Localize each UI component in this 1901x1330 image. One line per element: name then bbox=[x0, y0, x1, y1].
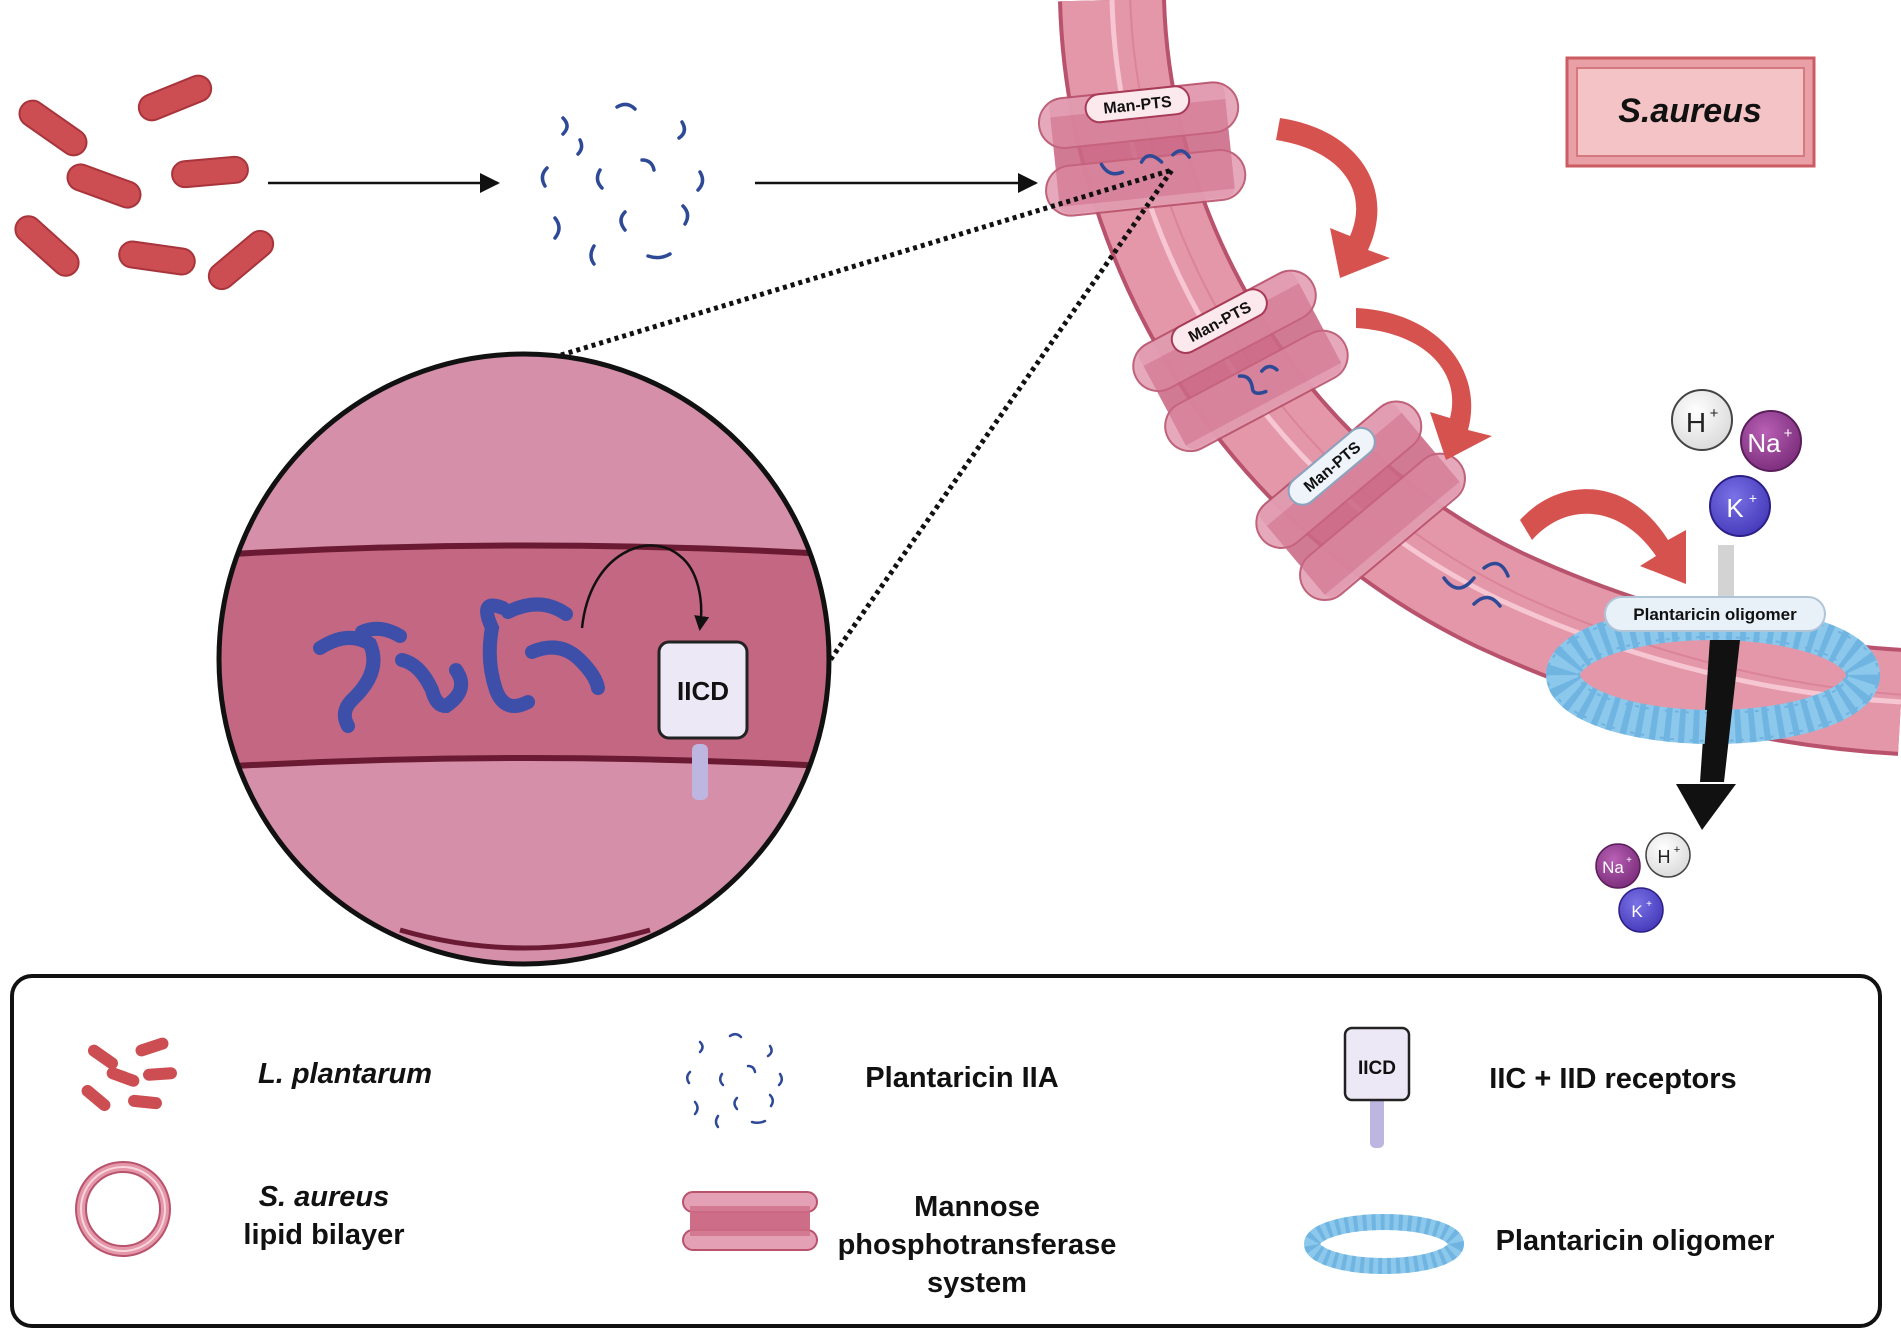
s-aureus-box: S.aureus bbox=[1565, 56, 1816, 168]
red-curved-arrows bbox=[1276, 118, 1686, 584]
legend-l-plantarum-icon bbox=[81, 1037, 177, 1112]
s-aureus-title: S.aureus bbox=[1618, 92, 1762, 130]
svg-text:+: + bbox=[1749, 490, 1757, 506]
man-pts-channel-1: Man-PTS bbox=[1037, 81, 1247, 217]
ion-k-out: K bbox=[1631, 902, 1643, 921]
zoom-lines bbox=[537, 167, 1175, 668]
legend-man-pts-icon bbox=[682, 1191, 818, 1251]
plantaricin-peptides bbox=[540, 102, 705, 266]
legend-mannose-line1: Mannose bbox=[914, 1191, 1040, 1223]
svg-text:+: + bbox=[1784, 425, 1793, 442]
ions-outside: H + Na + K + bbox=[1595, 832, 1691, 933]
legend-plantaricin-text: Plantaricin IIA bbox=[865, 1062, 1058, 1094]
ions-inside: H + Na + K + bbox=[1671, 389, 1802, 537]
svg-text:+: + bbox=[1646, 899, 1652, 910]
zoom-peptides bbox=[313, 597, 605, 733]
iicd-label: IICD bbox=[677, 676, 729, 706]
legend-receptors-text: IIC + IID receptors bbox=[1489, 1063, 1736, 1095]
man-pts-channel-2: Man-PTS bbox=[1132, 269, 1349, 453]
legend-lipid-bilayer-icon bbox=[75, 1161, 171, 1257]
legend: L. plantarum Plantaricin IIA IICD IIC + … bbox=[10, 974, 1882, 1328]
legend-plantaricin-icon bbox=[686, 1033, 783, 1129]
legend-s-aureus-line2: lipid bilayer bbox=[243, 1219, 404, 1251]
ion-na-in: Na bbox=[1747, 428, 1781, 458]
legend-oligomer-text: Plantaricin oligomer bbox=[1496, 1225, 1775, 1257]
legend-mannose-line2: phosphotransferase bbox=[838, 1229, 1117, 1261]
oligomer-label: Plantaricin oligomer bbox=[1633, 605, 1797, 624]
legend-mannose-line3: system bbox=[927, 1267, 1027, 1299]
efflux-arrow-shaft bbox=[1702, 640, 1740, 782]
svg-text:+: + bbox=[1626, 855, 1632, 866]
zoom-binding-arrow bbox=[580, 544, 710, 631]
legend-l-plantarum-text: L. plantarum bbox=[258, 1058, 432, 1090]
man-pts-channel-3: Man-PTS bbox=[1255, 400, 1466, 602]
legend-iicd-label: IICD bbox=[1358, 1058, 1396, 1079]
ion-h-in: H bbox=[1686, 407, 1706, 438]
svg-text:+: + bbox=[1710, 405, 1719, 422]
l-plantarum-bacteria bbox=[14, 74, 275, 291]
legend-frame bbox=[10, 974, 1882, 1328]
ion-h-out: H bbox=[1658, 847, 1671, 867]
legend-s-aureus-line1: S. aureus bbox=[259, 1181, 390, 1213]
iicd-receptor: IICD bbox=[657, 640, 749, 800]
legend-oligomer-icon bbox=[1304, 1214, 1464, 1274]
ion-na-out: Na bbox=[1602, 858, 1624, 877]
ion-k-in: K bbox=[1726, 493, 1744, 523]
zoom-circle: IICD bbox=[216, 351, 832, 967]
peptides-released bbox=[1442, 561, 1510, 608]
legend-iicd-icon: IICD bbox=[1343, 1026, 1411, 1148]
svg-text:+: + bbox=[1674, 844, 1680, 856]
